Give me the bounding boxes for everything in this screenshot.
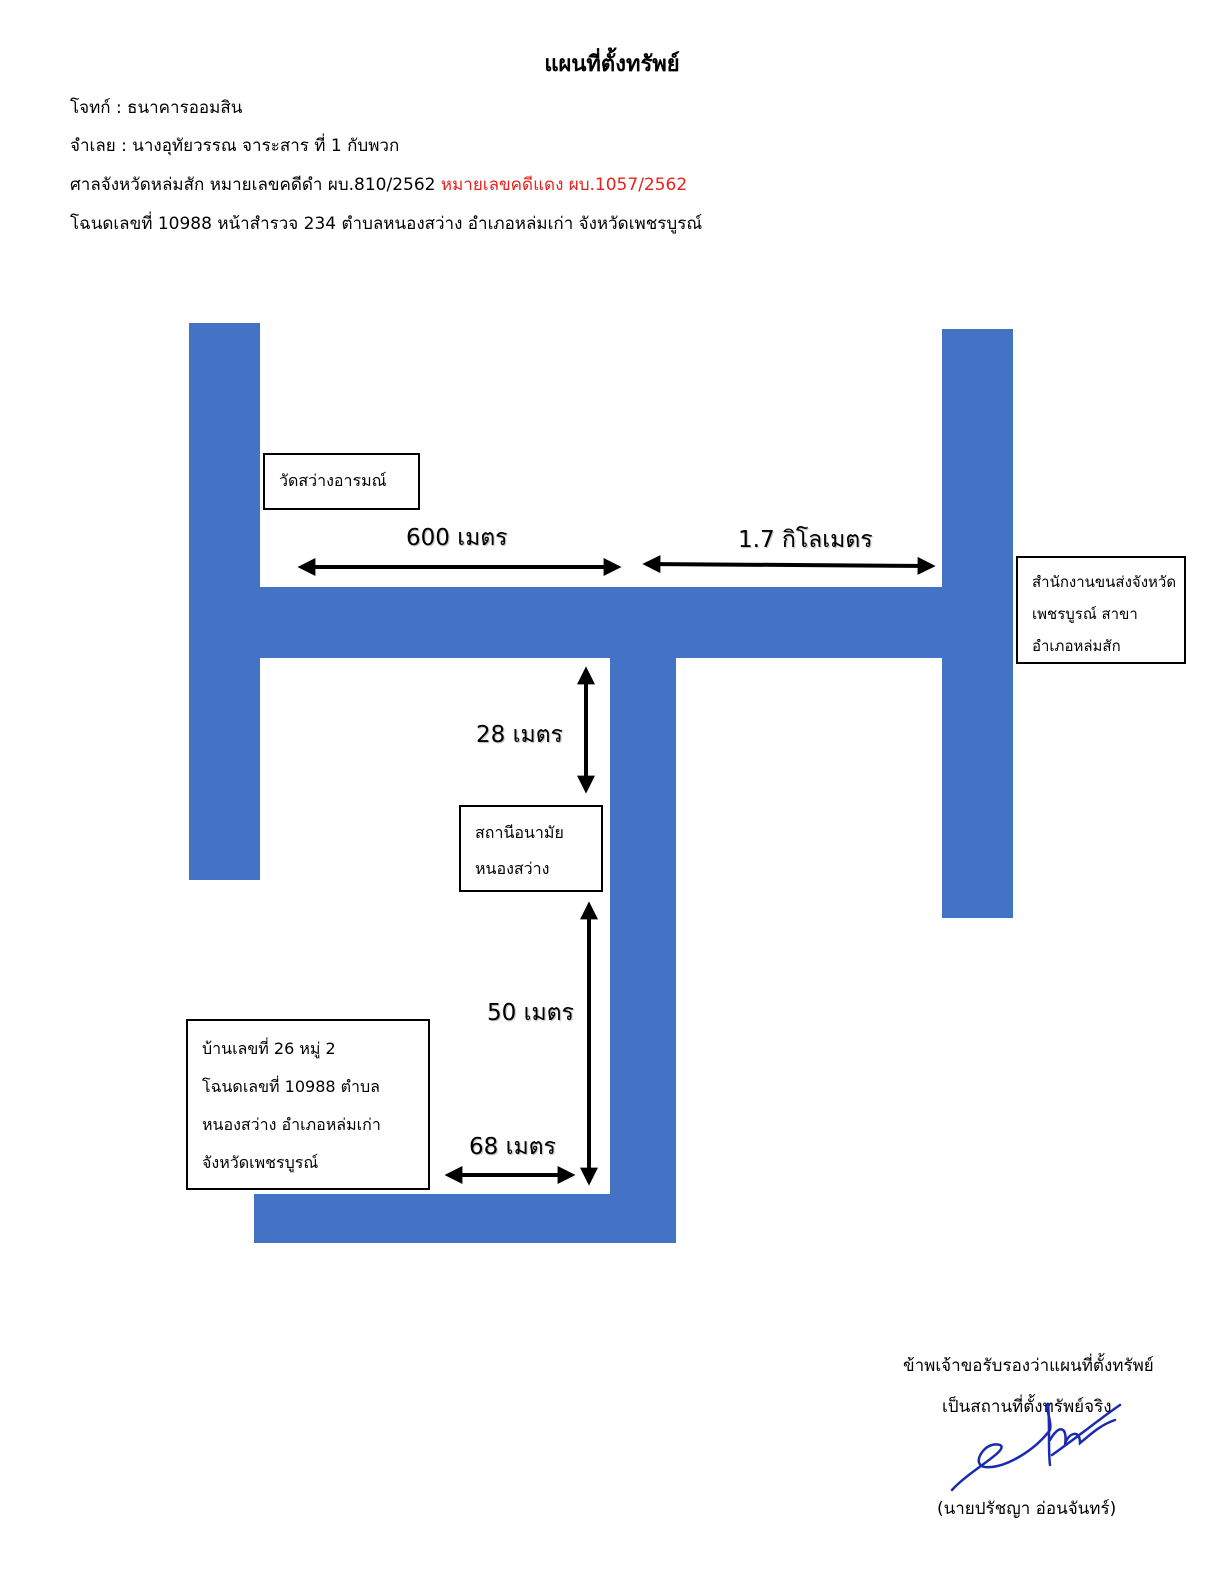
distance-1-7km-label: 1.7 กิโลเมตร	[738, 527, 873, 553]
transport-office-label-box: สำนักงานขนส่งจังหวัด เพชรบูรณ์ สาขา อำเภ…	[1016, 556, 1186, 664]
distance-600m-label: 600 เมตร	[406, 525, 508, 551]
road-middle-vertical	[610, 587, 676, 1243]
page-title: แผนที่ตั้งทรัพย์	[544, 52, 680, 77]
certification-line-1: ข้าพเจ้าขอรับรองว่าแผนที่ตั้งทรัพย์	[903, 1356, 1154, 1376]
property-line-4: จังหวัดเพชรบูรณ์	[202, 1153, 319, 1172]
temple-name: วัดสว่างอารมณ์	[279, 471, 387, 490]
temple-label-box: วัดสว่างอารมณ์	[263, 453, 420, 510]
health-station-line-1: สถานีอนามัย	[475, 823, 564, 842]
signer-name: (นายปรัชญา อ่อนจันทร์)	[937, 1499, 1117, 1519]
plaintiff-line: โจทก์ : ธนาคารออมสิน	[70, 98, 243, 118]
signature-mark	[950, 1402, 1122, 1492]
property-line-2: โฉนดเลขที่ 10988 ตำบล	[202, 1077, 380, 1096]
black-case-number: ศาลจังหวัดหล่มสัก หมายเลขคดีดำ ผบ.810/25…	[70, 175, 436, 195]
transport-office-line-2: เพชรบูรณ์ สาขา	[1032, 605, 1138, 623]
red-case-number: หมายเลขคดีแดง ผบ.1057/2562	[440, 175, 688, 195]
distance-28m-label: 28 เมตร	[476, 722, 563, 748]
distance-68m-label: 68 เมตร	[469, 1134, 556, 1160]
road-right-vertical	[942, 329, 1013, 918]
road-bottom-horizontal	[254, 1194, 676, 1243]
property-line-1: บ้านเลขที่ 26 หมู่ 2	[202, 1039, 336, 1058]
property-line-3: หนองสว่าง อำเภอหล่มเก่า	[202, 1115, 381, 1134]
health-station-line-2: หนองสว่าง	[475, 859, 550, 878]
transport-office-line-3: อำเภอหล่มสัก	[1032, 637, 1121, 655]
defendant-line: จำเลย : นางอุทัยวรรณ จาระสาร ที่ 1 กับพว…	[70, 136, 400, 156]
case-line: ศาลจังหวัดหล่มสัก หมายเลขคดีดำ ผบ.810/25…	[70, 171, 687, 198]
transport-office-line-1: สำนักงานขนส่งจังหวัด	[1032, 573, 1177, 591]
property-label-box: บ้านเลขที่ 26 หมู่ 2 โฉนดเลขที่ 10988 ตำ…	[186, 1019, 430, 1190]
certification-line-2: เป็นสถานที่ตั้งทรัพย์จริง	[942, 1397, 1112, 1417]
deed-line: โฉนดเลขที่ 10988 หน้าสำรวจ 234 ตำบลหนองส…	[70, 214, 703, 234]
distance-50m-label: 50 เมตร	[487, 1000, 574, 1026]
arrow-1-7km	[642, 555, 936, 575]
road-main-horizontal	[189, 587, 1013, 658]
health-station-label-box: สถานีอนามัย หนองสว่าง	[459, 805, 603, 892]
